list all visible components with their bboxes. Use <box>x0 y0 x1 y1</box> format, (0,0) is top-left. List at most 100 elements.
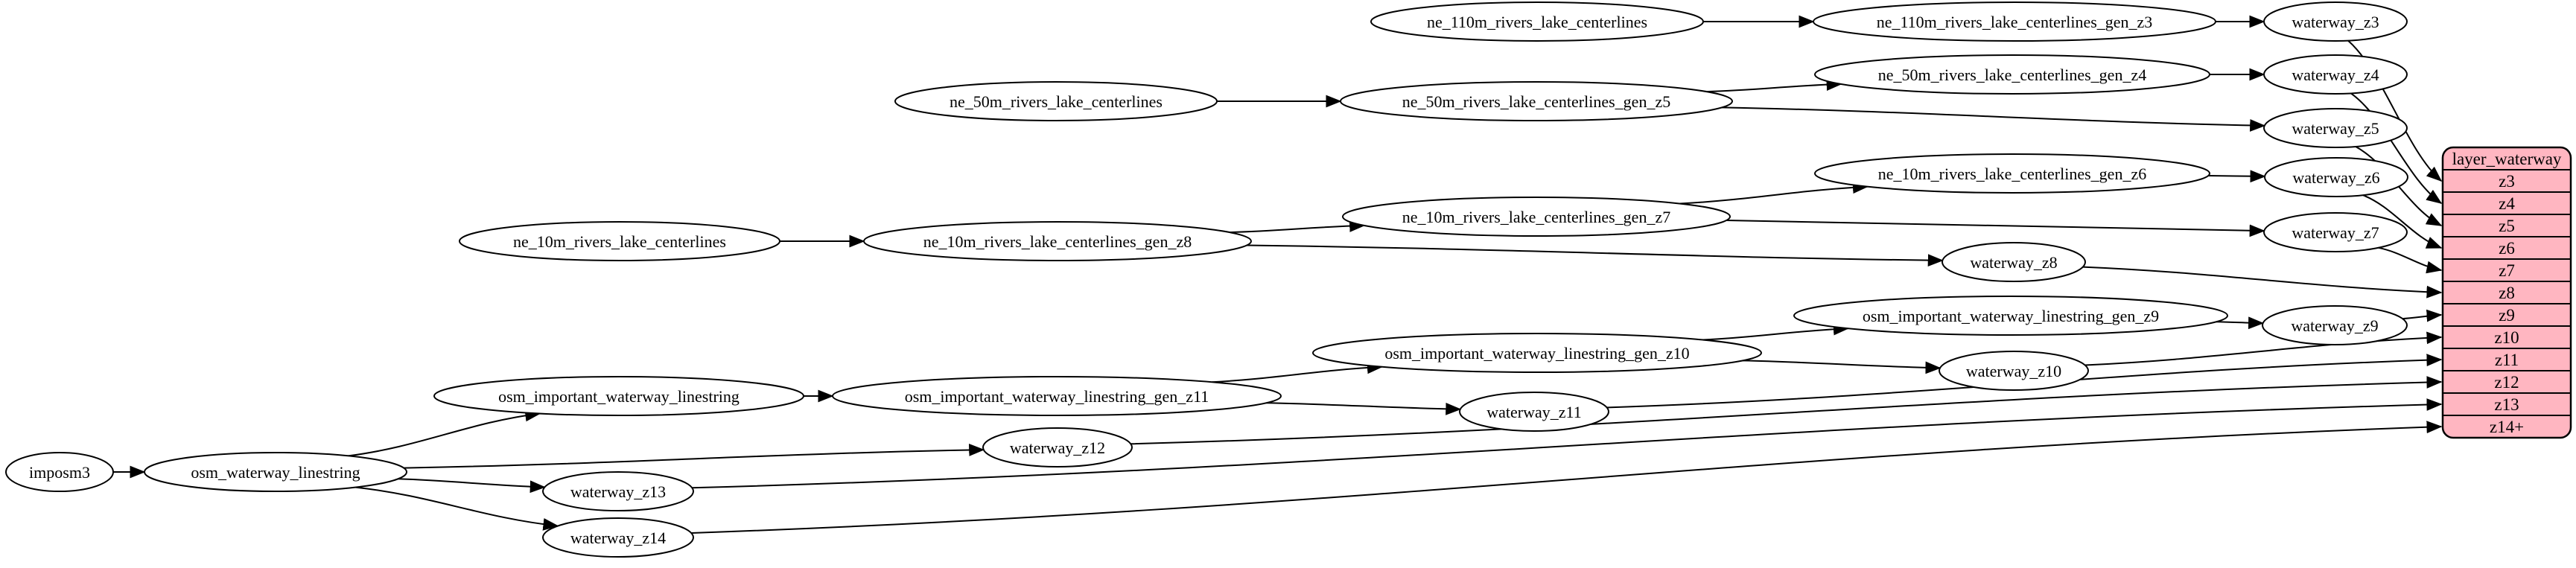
table-row-label: z8 <box>2499 284 2515 302</box>
node-label: ne_10m_rivers_lake_centerlines_gen_z6 <box>1878 165 2146 183</box>
node-ne_10m_rivers_lake_centerlines: ne_10m_rivers_lake_centerlines <box>459 221 780 261</box>
node-ellipse <box>1814 54 2210 95</box>
node-osm_important_waterway_linestring_gen_z10: osm_important_waterway_linestring_gen_z1… <box>1312 333 1762 373</box>
node-label: ne_50m_rivers_lake_centerlines_gen_z4 <box>1878 66 2146 84</box>
node-label: waterway_z8 <box>1970 253 2057 272</box>
node-ne_50m_rivers_lake_centerlines: ne_50m_rivers_lake_centerlines <box>894 81 1218 121</box>
table-row-label: z3 <box>2499 172 2515 191</box>
edge-osm_waterway_linestring-to-waterway_z12 <box>404 444 985 469</box>
edge-layer <box>113 15 2443 534</box>
node-waterway_z10: waterway_z10 <box>1939 351 2089 391</box>
edge-ne_10m_rivers_lake_centerlines_gen_z7-to-waterway_z7 <box>1726 220 2265 237</box>
edge-ne_10m_rivers_lake_centerlines_gen_z8-to-ne_10m_rivers_lake_centerlines_gen_z7 <box>1230 220 1366 234</box>
node-ellipse <box>2263 212 2408 252</box>
edge-ne_50m_rivers_lake_centerlines_gen_z5-to-ne_50m_rivers_lake_centerlines_gen_z4 <box>1706 78 1842 93</box>
table-row-label: z11 <box>2495 351 2519 369</box>
edge-waterway_z8-to-layer_waterway-z8 <box>2082 266 2443 299</box>
node-label: waterway_z10 <box>1966 362 2061 380</box>
table-row-label: z12 <box>2494 373 2519 392</box>
node-osm_important_waterway_linestring_gen_z9: osm_important_waterway_linestring_gen_z9 <box>1793 296 2228 336</box>
node-ellipse <box>832 376 1282 416</box>
node-ne_110m_rivers_lake_centerlines_gen_z3: ne_110m_rivers_lake_centerlines_gen_z3 <box>1813 1 2216 42</box>
node-waterway_z6: waterway_z6 <box>2264 157 2408 197</box>
table-header-label: layer_waterway <box>2452 150 2562 168</box>
node-osm_important_waterway_linestring: osm_important_waterway_linestring <box>433 376 804 416</box>
node-ne_10m_rivers_lake_centerlines_gen_z8: ne_10m_rivers_lake_centerlines_gen_z8 <box>863 221 1252 261</box>
node-ellipse <box>459 221 780 261</box>
node-ellipse <box>1813 1 2216 42</box>
node-waterway_z14: waterway_z14 <box>542 517 694 558</box>
node-label: ne_50m_rivers_lake_centerlines <box>950 92 1163 111</box>
node-label: osm_important_waterway_linestring_gen_z1… <box>1384 344 1689 363</box>
node-ne_50m_rivers_lake_centerlines_gen_z5: ne_50m_rivers_lake_centerlines_gen_z5 <box>1340 81 1733 121</box>
edge-ne_10m_rivers_lake_centerlines_gen_z8-to-waterway_z8 <box>1246 244 1944 267</box>
node-ellipse <box>1939 351 2089 391</box>
node-label: ne_110m_rivers_lake_centerlines <box>1427 13 1647 31</box>
table-row-label: z13 <box>2494 395 2519 414</box>
node-ellipse <box>1459 392 1609 432</box>
node-osm_important_waterway_linestring_gen_z11: osm_important_waterway_linestring_gen_z1… <box>832 376 1282 416</box>
edge-waterway_z12-to-layer_waterway-z12 <box>1130 376 2443 445</box>
edge-osm_waterway_linestring-to-waterway_z13 <box>398 478 546 494</box>
node-label: ne_10m_rivers_lake_centerlines_gen_z7 <box>1402 208 1670 226</box>
edge-osm_waterway_linestring-to-osm_important_waterway_linestring <box>348 409 541 457</box>
edge-osm_important_waterway_linestring_gen_z10-to-waterway_z10 <box>1743 360 1941 374</box>
node-label: waterway_z13 <box>570 482 666 501</box>
table-row-label: z14+ <box>2490 418 2524 436</box>
node-ellipse <box>1312 333 1762 373</box>
node-label: osm_important_waterway_linestring_gen_z9 <box>1863 307 2159 325</box>
node-ne_50m_rivers_lake_centerlines_gen_z4: ne_50m_rivers_lake_centerlines_gen_z4 <box>1814 54 2210 95</box>
edge-osm_important_waterway_linestring_gen_z10-to-osm_important_waterway_linestring_gen_z9 <box>1702 322 1849 341</box>
node-ne_10m_rivers_lake_centerlines_gen_z6: ne_10m_rivers_lake_centerlines_gen_z6 <box>1814 153 2210 194</box>
node-ellipse <box>144 452 407 492</box>
node-label: waterway_z3 <box>2292 13 2379 31</box>
node-layer: imposm3 osm_waterway_linestring osm_import… <box>5 1 2408 558</box>
edge-osm_waterway_linestring-to-waterway_z14 <box>355 486 559 531</box>
node-ellipse <box>894 81 1218 121</box>
table-row-label: z6 <box>2499 239 2515 258</box>
node-ellipse <box>1370 1 1704 42</box>
node-label: osm_important_waterway_linestring_gen_z1… <box>905 387 1209 406</box>
node-label: osm_waterway_linestring <box>191 463 360 482</box>
node-waterway_z9: waterway_z9 <box>2262 305 2408 345</box>
node-label: imposm3 <box>29 463 90 482</box>
node-label: waterway_z9 <box>2291 316 2378 335</box>
node-ellipse <box>1814 153 2210 194</box>
node-ellipse <box>2263 1 2408 42</box>
table-row-label: z7 <box>2499 261 2515 280</box>
node-ne_110m_rivers_lake_centerlines: ne_110m_rivers_lake_centerlines <box>1370 1 1704 42</box>
layer-waterway-table: layer_waterwayz3z4z5z6z7z8z9z10z11z12z13… <box>2441 146 2572 439</box>
edge-osm_important_waterway_linestring_gen_z11-to-waterway_z11 <box>1266 402 1462 415</box>
node-waterway_z3: waterway_z3 <box>2263 1 2408 42</box>
edge-waterway_z9-to-layer_waterway-z9 <box>2402 309 2443 322</box>
node-label: waterway_z5 <box>2292 119 2379 138</box>
layer-table-box <box>2441 146 2572 439</box>
node-ne_10m_rivers_lake_centerlines_gen_z7: ne_10m_rivers_lake_centerlines_gen_z7 <box>1342 197 1731 237</box>
table-row-label: z5 <box>2499 217 2515 235</box>
node-waterway_z12: waterway_z12 <box>982 427 1133 468</box>
node-label: waterway_z6 <box>2292 168 2379 187</box>
edge-ne_10m_rivers_lake_centerlines_gen_z7-to-ne_10m_rivers_lake_centerlines_gen_z6 <box>1679 181 1869 205</box>
node-ellipse <box>1793 296 2228 336</box>
edge-osm_important_waterway_linestring_gen_z9-to-waterway_z9 <box>2216 316 2265 330</box>
node-label: osm_important_waterway_linestring <box>498 387 740 406</box>
node-label: waterway_z7 <box>2292 223 2379 242</box>
node-waterway_z7: waterway_z7 <box>2263 212 2408 252</box>
node-label: waterway_z4 <box>2292 66 2379 84</box>
table-row-label: z4 <box>2499 194 2515 213</box>
node-ellipse <box>2263 54 2408 95</box>
node-waterway_z13: waterway_z13 <box>542 471 694 511</box>
node-waterway_z5: waterway_z5 <box>2263 108 2408 148</box>
node-waterway_z8: waterway_z8 <box>1941 242 2086 282</box>
node-waterway_z4: waterway_z4 <box>2263 54 2408 95</box>
edge-osm_important_waterway_linestring_gen_z11-to-osm_important_waterway_linestring_gen_z10 <box>1212 361 1383 383</box>
node-label: ne_50m_rivers_lake_centerlines_gen_z5 <box>1402 92 1670 111</box>
node-imposm3: imposm3 <box>5 452 114 492</box>
node-ellipse <box>2262 305 2408 345</box>
node-label: ne_10m_rivers_lake_centerlines <box>513 232 726 251</box>
edge-waterway_z10-to-layer_waterway-z10 <box>2084 331 2443 366</box>
node-ellipse <box>2263 108 2408 148</box>
edge-waterway_z14-to-layer_waterway-z14+ <box>691 421 2443 534</box>
